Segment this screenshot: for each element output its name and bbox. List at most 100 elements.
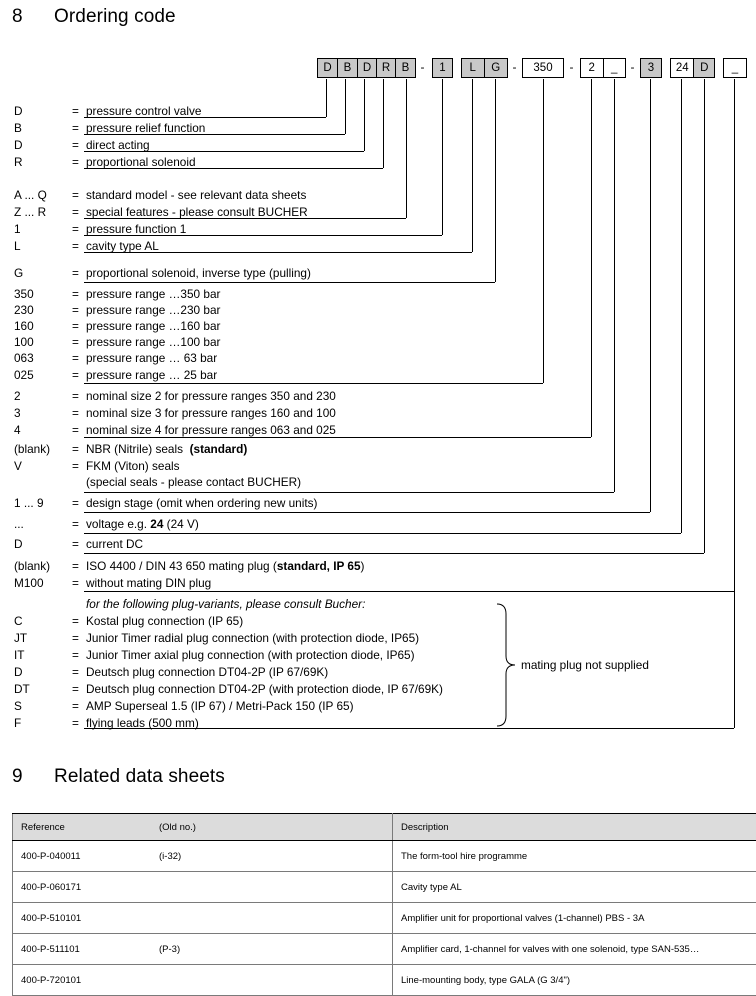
legend-key: 1 xyxy=(14,223,21,236)
legend-equals: = xyxy=(72,223,79,236)
legend-value: nominal size 3 for pressure ranges 160 a… xyxy=(86,407,336,420)
cell-old-no: (P-3) xyxy=(151,934,393,965)
legend-value: AMP Superseal 1.5 (IP 67) / Metri-Pack 1… xyxy=(86,700,354,713)
cell-old-no xyxy=(151,903,393,934)
legend-key: D xyxy=(14,538,23,551)
legend-value: Deutsch plug connection DT04-2P (IP 67/6… xyxy=(86,666,328,679)
legend-key: ... xyxy=(14,518,24,531)
leader-underline-din-plug xyxy=(84,591,734,592)
cell-old-no: (i-32) xyxy=(151,841,393,872)
leader-underline-voltage xyxy=(84,533,681,534)
legend-key: 160 xyxy=(14,320,34,333)
cell-old-no xyxy=(151,872,393,903)
code-cell-b2[interactable]: B xyxy=(396,59,415,77)
cell-description: Amplifier card, 1-channel for valves wit… xyxy=(393,934,756,965)
leader-line-function xyxy=(442,79,443,235)
legend-key: M100 xyxy=(14,577,44,590)
code-cell-b1[interactable]: B xyxy=(338,59,358,77)
leader-underline-current xyxy=(84,553,704,554)
legend-value: special features - please consult BUCHER xyxy=(86,206,308,219)
legend-key: D xyxy=(14,666,23,679)
legend-equals: = xyxy=(72,288,79,301)
cell-reference: 400-P-511101 xyxy=(13,934,152,965)
section-number: 9 xyxy=(12,766,54,788)
legend-key: B xyxy=(14,122,22,135)
cell-reference: 400-P-720101 xyxy=(13,965,152,996)
legend-equals: = xyxy=(72,615,79,628)
code-group-size-seal: 2 _ xyxy=(580,58,626,78)
legend-equals: = xyxy=(72,122,79,135)
leader-underline-solenoid xyxy=(84,282,495,283)
code-cell-solenoid[interactable]: G xyxy=(485,59,507,77)
code-cell-plug[interactable]: _ xyxy=(723,58,747,78)
legend-value: voltage e.g. 24 (24 V) xyxy=(86,518,199,531)
legend-key: JT xyxy=(14,632,27,645)
legend-key: (blank) xyxy=(14,443,50,456)
code-group-model: D B D R B xyxy=(317,58,416,78)
legend-value: pressure range … 25 bar xyxy=(86,369,217,382)
code-separator-2: - xyxy=(510,58,519,78)
legend-equals: = xyxy=(72,320,79,333)
legend-equals: = xyxy=(72,390,79,403)
code-cell-d1[interactable]: D xyxy=(318,59,338,77)
legend-value: pressure function 1 xyxy=(86,223,186,236)
legend-value: current DC xyxy=(86,538,143,551)
legend-equals: = xyxy=(72,700,79,713)
legend-value: pressure range … 63 bar xyxy=(86,352,217,365)
table-row[interactable]: 400-P-720101 Line-mounting body, type GA… xyxy=(13,965,756,996)
legend-key: C xyxy=(14,615,23,628)
code-cell-seal[interactable]: _ xyxy=(604,59,626,77)
code-cell-voltage[interactable]: 24 xyxy=(671,59,694,77)
code-separator-1: - xyxy=(418,58,427,78)
leader-line-seal xyxy=(614,79,615,492)
section-number: 8 xyxy=(12,6,54,28)
code-cell-cavity[interactable]: L xyxy=(462,59,485,77)
column-header-reference: Reference xyxy=(13,814,152,841)
legend-value: pressure control valve xyxy=(86,105,201,118)
legend-key: (blank) xyxy=(14,560,50,573)
table-row[interactable]: 400-P-060171 Cavity type AL xyxy=(13,872,756,903)
legend-value: Junior Timer radial plug connection (wit… xyxy=(86,632,419,645)
mating-plug-note: mating plug not supplied xyxy=(521,658,649,672)
legend-equals: = xyxy=(72,267,79,280)
legend-value: Deutsch plug connection DT04-2P (with pr… xyxy=(86,683,443,696)
legend-value: (special seals - please contact BUCHER) xyxy=(86,476,301,489)
legend-equals: = xyxy=(72,189,79,202)
code-cell-function[interactable]: 1 xyxy=(432,58,453,78)
legend-equals: = xyxy=(72,304,79,317)
code-cell-pressure-range[interactable]: 350 xyxy=(522,58,564,78)
code-cell-nominal-size[interactable]: 2 xyxy=(581,59,604,77)
code-cell-r[interactable]: R xyxy=(377,59,396,77)
legend-key: 2 xyxy=(14,390,21,403)
legend-equals: = xyxy=(72,139,79,152)
column-header-old-no: (Old no.) xyxy=(151,814,393,841)
legend-equals: = xyxy=(72,518,79,531)
cell-reference: 400-P-040011 xyxy=(13,841,152,872)
table-row[interactable]: 400-P-511101 (P-3) Amplifier card, 1-cha… xyxy=(13,934,756,965)
legend-key: Z ... R xyxy=(14,206,46,219)
code-cell-d2[interactable]: D xyxy=(358,59,377,77)
legend-value: standard model - see relevant data sheet… xyxy=(86,189,306,202)
legend-key: 4 xyxy=(14,424,21,437)
legend-key: DT xyxy=(14,683,30,696)
leader-line-nominal-size xyxy=(591,79,592,437)
legend-key: S xyxy=(14,700,22,713)
code-cell-design-stage[interactable]: 3 xyxy=(640,58,662,78)
code-cell-current[interactable]: D xyxy=(694,59,714,77)
legend-equals: = xyxy=(72,683,79,696)
legend-value: nominal size 2 for pressure ranges 350 a… xyxy=(86,390,336,403)
code-group-cavity-solenoid: L G xyxy=(461,58,508,78)
leader-line-plug xyxy=(734,79,735,728)
cell-reference: 400-P-060171 xyxy=(13,872,152,903)
legend-equals: = xyxy=(72,666,79,679)
mating-plug-brace-icon xyxy=(495,602,519,728)
legend-equals: = xyxy=(72,240,79,253)
legend-value: pressure range …160 bar xyxy=(86,320,220,333)
legend-key: 1 ... 9 xyxy=(14,497,44,510)
cell-description: The form-tool hire programme xyxy=(393,841,756,872)
code-group-voltage-current: 24 D xyxy=(670,58,715,78)
table-row[interactable]: 400-P-510101 Amplifier unit for proporti… xyxy=(13,903,756,934)
code-separator-3: - xyxy=(567,58,576,78)
table-row[interactable]: 400-P-040011 (i-32) The form-tool hire p… xyxy=(13,841,756,872)
